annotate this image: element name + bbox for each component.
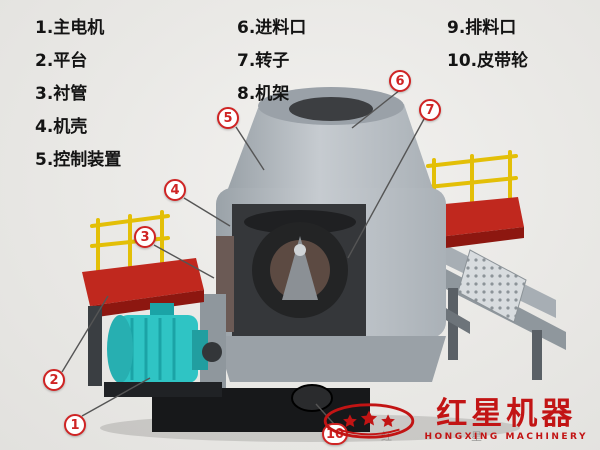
callout-6: 6 (389, 70, 411, 92)
belt-pulley (291, 384, 333, 412)
legend-item: 4.机壳 (35, 117, 88, 137)
watermark-char-right: 星 (471, 430, 482, 443)
legend-item: 7.转子 (237, 51, 290, 71)
left-platform (82, 258, 204, 386)
callout-1: 1 (64, 414, 86, 436)
legend-column-2: 6.进料口 7.转子 8.机架 (237, 12, 306, 111)
right-railing (426, 150, 518, 208)
legend-item: 5.控制装置 (35, 150, 122, 170)
callout-2: 2 (43, 369, 65, 391)
logo-text-block: 红星机器 HONGXING MACHINERY (425, 399, 589, 442)
legend-item: 2.平台 (35, 51, 88, 71)
logo-stars-icon (323, 402, 414, 439)
logo-name-cn: 红星机器 (436, 396, 577, 432)
leader-lines (61, 89, 425, 425)
brand-logo: 红星机器 HONGXING MACHINERY (321, 399, 589, 442)
legend-item: 10.皮带轮 (447, 51, 529, 71)
right-platform (424, 197, 524, 250)
legend-item: 1.主电机 (35, 18, 105, 38)
callout-5: 5 (217, 107, 239, 129)
callout-3: 3 (134, 226, 156, 248)
motor-shaft (202, 342, 222, 362)
logo-name-en: HONGXING MACHINERY (424, 432, 588, 442)
legend-item: 6.进料口 (237, 18, 307, 38)
legend-item: 9.排料口 (447, 18, 517, 38)
crusher-body (200, 87, 446, 390)
callout-7: 7 (419, 99, 441, 121)
legend-item: 8.机架 (237, 84, 290, 104)
electric-motor (104, 303, 222, 397)
legend-item: 3.衬管 (35, 84, 88, 104)
legend-column-1: 1.主电机 2.平台 3.衬管 4.机壳 5.控制装置 (35, 12, 121, 177)
machine-base (152, 384, 370, 432)
callout-4: 4 (164, 179, 186, 201)
legend-column-3: 9.排料口 10.皮带轮 (447, 12, 528, 78)
right-frame-structure (432, 238, 566, 380)
